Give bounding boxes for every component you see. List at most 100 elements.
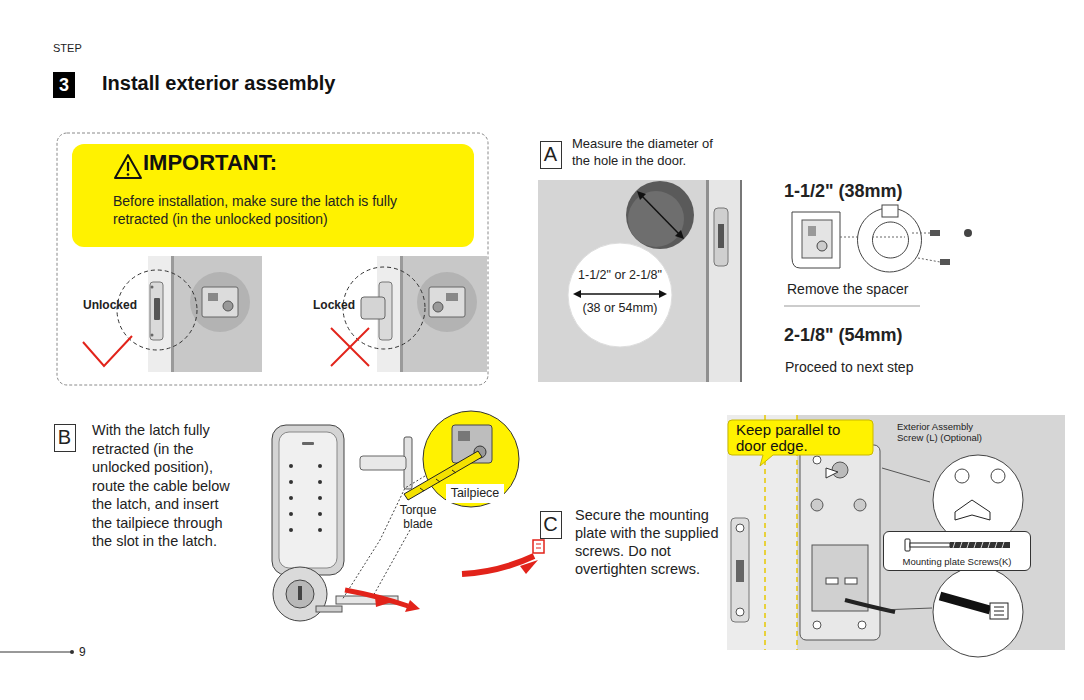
mounting-plate-photo-part <box>845 578 857 584</box>
door-hole-photo-part <box>628 191 684 247</box>
screw-symbol-part <box>995 542 997 548</box>
instruction-text: Secure the mounting plate with the suppl… <box>575 506 725 578</box>
mounting-plate-photo-part <box>813 456 821 464</box>
screw-symbol-part <box>953 542 955 548</box>
step-label: STEP <box>53 42 82 54</box>
door-hole-photo <box>538 180 742 382</box>
spacer-illustration-part <box>940 259 950 265</box>
mounting-plate-photo-part <box>955 469 969 483</box>
screw-symbol-part <box>967 542 969 548</box>
locked-photo-part <box>331 328 369 366</box>
door-hole-photo-part <box>637 191 646 200</box>
dashed-frame <box>57 133 488 385</box>
mounting-plate-photo-part <box>990 603 1008 619</box>
warning-icon <box>115 155 141 178</box>
mounting-plate-photo-part <box>813 621 821 629</box>
screw-symbol-part <box>981 542 983 548</box>
state-label: Locked <box>313 298 355 312</box>
dimension-arrow <box>578 293 662 295</box>
locked-photo-part <box>400 256 403 372</box>
mounting-plate-photo-part <box>994 611 1004 612</box>
spacer-illustration-part <box>964 229 972 237</box>
callout-bubble: Keep parallel to door edge. <box>727 419 875 467</box>
mounting-plate-photo-part <box>940 596 990 610</box>
mounting-plate-photo-part <box>955 500 990 520</box>
step-letter: C <box>540 511 562 539</box>
door-hole-photo-part <box>714 208 728 266</box>
locked-photo-part <box>433 302 443 312</box>
page-rule-part <box>0 652 72 653</box>
mounting-plate-photo-part <box>854 499 866 511</box>
part-label: Exterior Assembly Screw (L) (Optional) <box>897 421 997 443</box>
screw-symbol-part <box>910 543 950 547</box>
unlocked-photo-part <box>190 272 250 332</box>
circle-outline <box>568 243 672 347</box>
lock-illustration-part <box>272 425 344 575</box>
page-rule-part <box>70 650 74 654</box>
spacer-illustration-part <box>808 226 816 236</box>
spacer-illustration-part <box>912 233 930 234</box>
lock-illustration-part <box>318 480 322 484</box>
tailpiece-zoom-part <box>458 431 470 441</box>
unlocked-photo-part <box>202 287 238 317</box>
dimension-heading: 2-1/8" (54mm) <box>784 325 903 346</box>
node-text: C <box>541 512 560 537</box>
tailpiece-zoom-part <box>436 479 440 482</box>
warning-icon-part <box>127 173 130 176</box>
tailpiece-zoom-part <box>420 488 424 491</box>
node-text: Mounting plate Screws(K) <box>884 556 1030 567</box>
mounting-plate-photo-part <box>826 578 838 584</box>
node-text: Keep parallel to door edge. <box>736 422 864 454</box>
unlocked-photo-part <box>148 256 262 372</box>
lock-illustration-part <box>273 567 327 621</box>
locked-photo-part <box>377 256 487 372</box>
mounting-plate-photo <box>727 415 1065 657</box>
locked-photo-part <box>343 267 425 349</box>
locked-photo-part <box>429 287 465 317</box>
lock-illustration-part <box>536 548 541 549</box>
instruction-text: Measure the diameter of the hole in the … <box>572 135 722 169</box>
lock-illustration-part <box>316 606 342 612</box>
dashed-frame-part <box>57 133 488 385</box>
locked-photo-part <box>361 297 385 319</box>
mounting-plate-photo-part <box>994 607 1004 608</box>
node-text: B <box>55 425 74 450</box>
lock-illustration-part <box>289 464 293 468</box>
lock-illustration-part <box>298 586 302 600</box>
lock-illustration-part <box>286 580 314 608</box>
mounting-plate-photo-part <box>736 524 744 532</box>
arrow-head <box>573 290 581 298</box>
lock-illustration-part <box>536 544 541 545</box>
unlocked-photo <box>83 256 262 372</box>
node-text: 3 <box>53 72 75 98</box>
page-rule <box>0 650 74 654</box>
spacer-illustration-part <box>817 241 827 251</box>
mounting-plate-photo-part <box>731 518 749 622</box>
screw-symbol-part <box>1002 542 1004 548</box>
door-hole-photo-part <box>740 180 742 382</box>
page-number: 9 <box>79 645 86 659</box>
mounting-plate-photo-part <box>736 608 744 616</box>
spacer-illustration-part <box>802 220 832 258</box>
mounting-plate-photo-part <box>826 468 838 478</box>
state-label: Unlocked <box>83 298 137 312</box>
bubble-outline <box>728 420 873 466</box>
spacer-illustration-part <box>918 258 940 262</box>
lock-illustration-part <box>289 496 293 500</box>
warning-box: IMPORTANT:Before installation, make sure… <box>72 144 474 247</box>
unlocked-photo-part <box>150 282 163 340</box>
door-hole-photo-part <box>706 180 709 382</box>
step-letter: B <box>54 424 76 452</box>
part-label: Tailpiece <box>446 486 504 500</box>
locked-photo-part <box>417 272 477 332</box>
door-hole-photo-part <box>709 180 742 382</box>
screw-symbol-part <box>988 542 990 548</box>
door-hole-photo-part <box>675 230 684 239</box>
screw-symbol-part <box>960 542 962 548</box>
tailpiece-zoom <box>404 411 519 507</box>
lock-illustration-part <box>520 560 538 574</box>
dimension-heading: 1-1/2" (38mm) <box>784 181 903 202</box>
lock-illustration-part <box>405 600 420 612</box>
